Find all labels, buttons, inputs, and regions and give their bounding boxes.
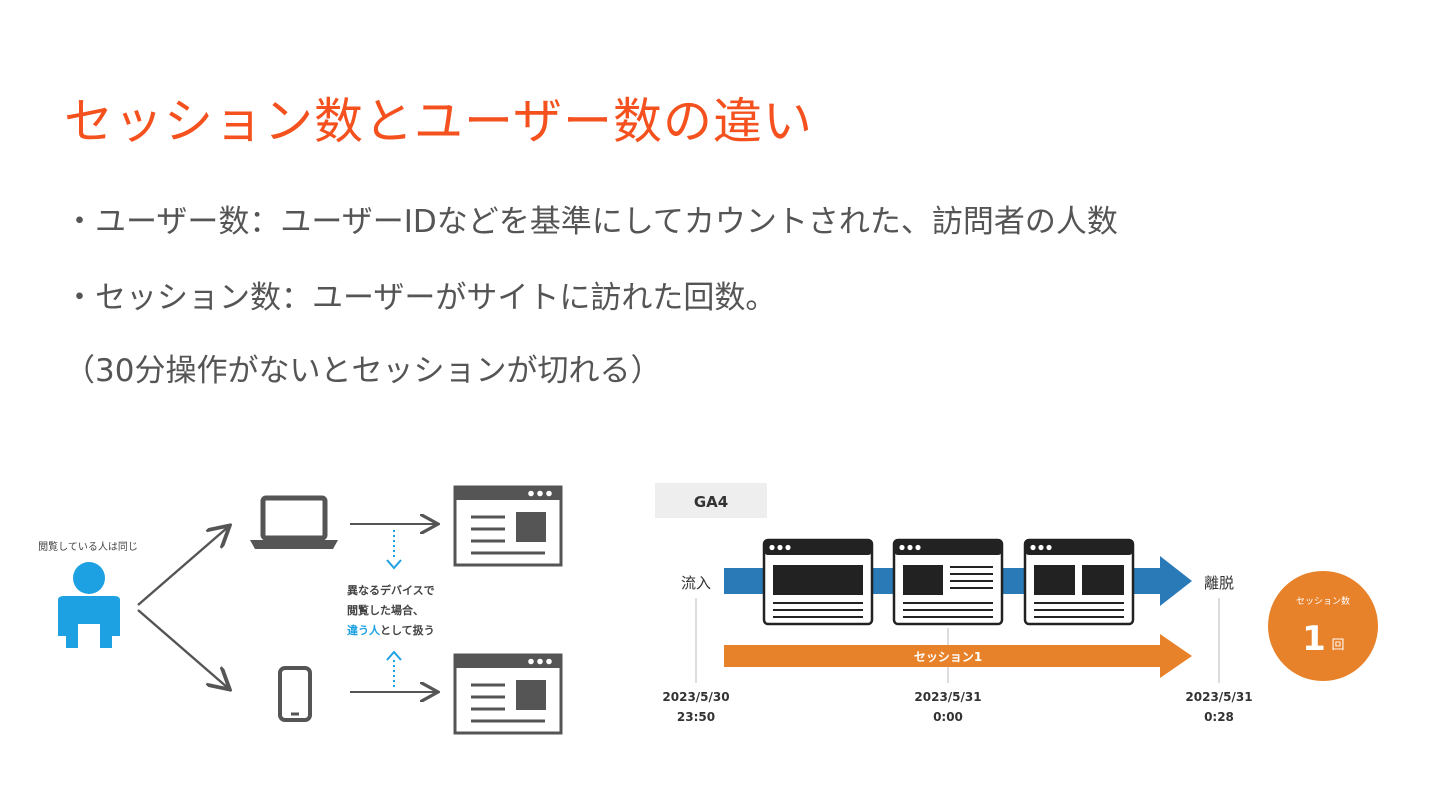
ga4-tag-label: GA4	[694, 493, 728, 511]
device-note-highlight: 違う人	[347, 623, 381, 637]
smartphone-icon	[278, 666, 312, 722]
device-diagram: 閲覧している人は同じ	[38, 485, 563, 735]
device-note-line3: 違う人として扱う	[347, 623, 435, 637]
session-count-badge: セッション数 1 回	[1268, 571, 1378, 681]
browser-window-icon	[453, 485, 563, 567]
timestamp-date: 2023/5/30	[662, 690, 729, 704]
timestamp-date: 2023/5/31	[914, 690, 981, 704]
page-window-icon	[1023, 538, 1135, 626]
badge-count: 1	[1302, 619, 1326, 659]
timestamp-date: 2023/5/31	[1185, 690, 1252, 704]
inflow-label: 流入	[681, 574, 711, 592]
page-window-icon	[762, 538, 874, 626]
person-icon	[58, 562, 120, 648]
slide-title: セッション数とユーザー数の違い	[64, 93, 814, 150]
exit-label: 離脱	[1204, 574, 1234, 592]
device-note-line2: 閲覧した場合、	[347, 603, 424, 617]
badge-unit: 回	[1331, 638, 1344, 653]
timestamp-time: 0:28	[1204, 710, 1234, 724]
badge-label: セッション数	[1296, 595, 1350, 607]
timestamp-time: 23:50	[677, 710, 715, 724]
bullet-session-count: ・セッション数：ユーザーがサイトに訪れた回数。	[64, 280, 777, 316]
browser-window-icon	[453, 653, 563, 735]
device-note-line1: 異なるデバイスで	[347, 583, 435, 597]
page-window-icon	[892, 538, 1004, 626]
timestamp-time: 0:00	[933, 710, 963, 724]
bullet-user-count: ・ユーザー数：ユーザーIDなどを基準にしてカウントされた、訪問者の人数	[64, 204, 1118, 240]
session-diagram: GA4 流入 離脱	[655, 483, 1378, 724]
session-arrow	[724, 634, 1192, 678]
dotted-arrow-up	[386, 650, 402, 690]
laptop-icon	[250, 495, 338, 549]
device-note-rest: として扱う	[380, 623, 435, 637]
ga4-tag	[655, 483, 767, 518]
bullet-session-timeout-note: （30分操作がないとセッションが切れる）	[64, 353, 662, 389]
branch-arrows	[137, 527, 228, 688]
person-label: 閲覧している人は同じ	[38, 541, 138, 553]
session-arrow-label: セッション1	[914, 650, 982, 664]
dotted-arrow-down	[386, 530, 402, 570]
